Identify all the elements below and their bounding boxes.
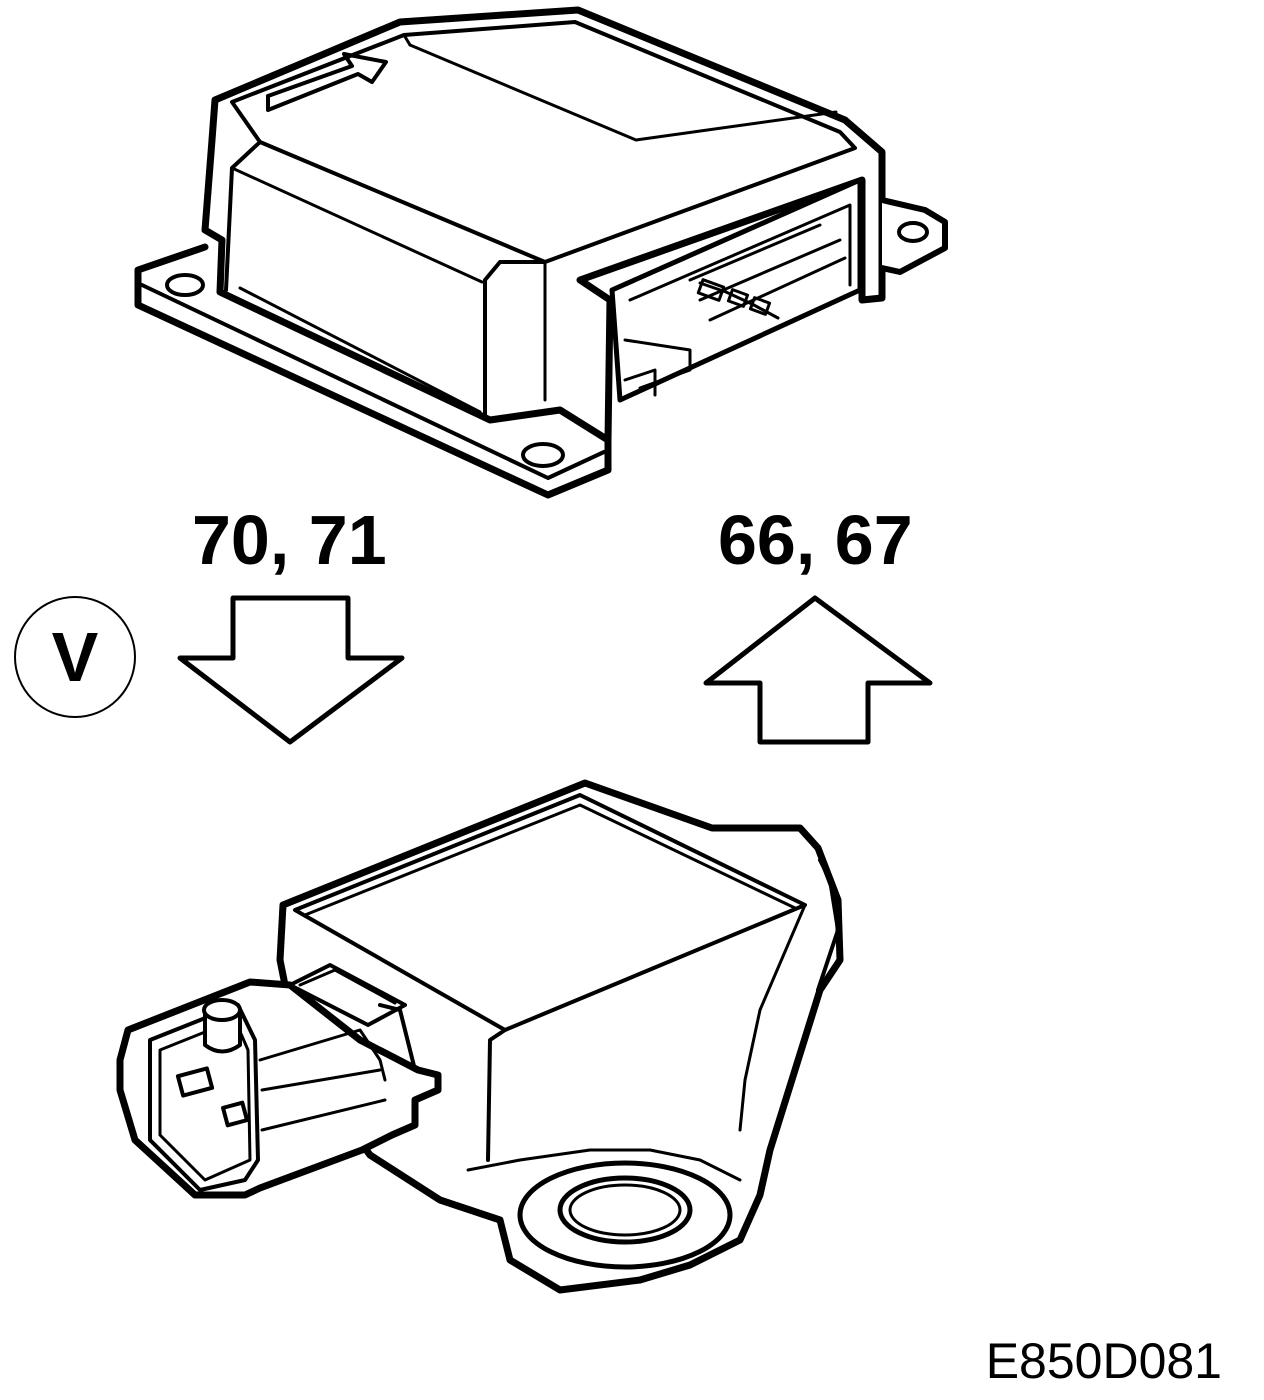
- sensor-mount-hole: [557, 1175, 693, 1245]
- circle-mark-badge: V: [14, 596, 136, 718]
- installation-arrow-up-icon: [703, 595, 933, 745]
- control-module: [134, 6, 948, 499]
- removal-arrow-down-icon: [177, 595, 405, 745]
- impact-sensor: [116, 779, 844, 1294]
- installation-steps-label: 66, 67: [718, 501, 913, 579]
- lid-arrow-mark: [266, 52, 388, 112]
- figure-code: E850D081: [985, 1333, 1222, 1389]
- mount-hole-left: [165, 273, 205, 297]
- sensor-body: [276, 779, 844, 1294]
- module-casing: [201, 6, 886, 444]
- mount-hole-right: [897, 221, 929, 243]
- removal-steps-label: 70, 71: [192, 501, 387, 579]
- mount-hole-front: [521, 442, 565, 468]
